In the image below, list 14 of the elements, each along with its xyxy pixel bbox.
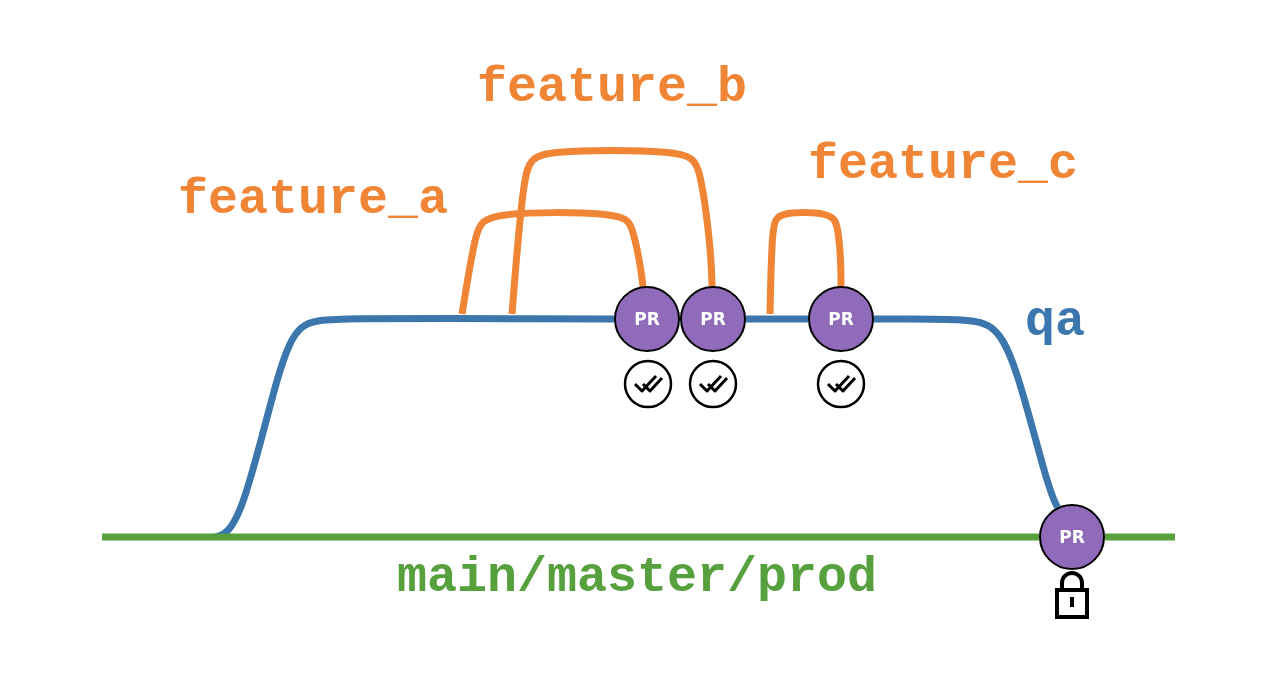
branch-name: main/master/prod: [396, 553, 878, 603]
branch-name: qa: [1025, 297, 1085, 347]
branch-name: feature_b: [477, 63, 747, 113]
branch-line: [874, 315, 1061, 509]
branch-line: [508, 147, 716, 315]
branch-name: feature_c: [808, 140, 1078, 190]
branch-line: [458, 209, 647, 315]
branch-line: [766, 209, 845, 315]
node-label: PR: [700, 309, 726, 329]
node-label: PR: [828, 309, 854, 329]
node-label: PR: [634, 309, 660, 329]
node-label: PR: [1059, 527, 1085, 547]
branch-name: feature_a: [178, 175, 448, 225]
branch-line: [746, 315, 808, 323]
